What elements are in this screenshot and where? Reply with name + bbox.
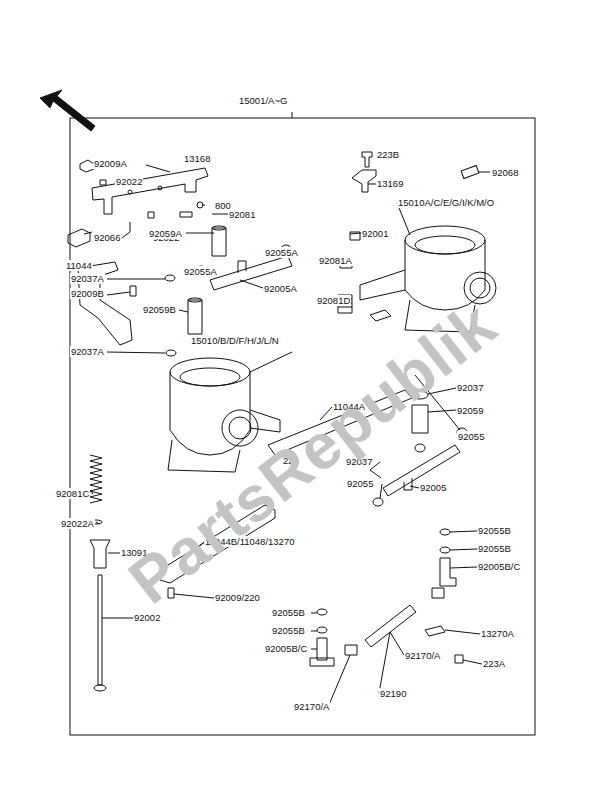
watermark: PartsRepublik [115, 287, 510, 618]
part-number: 92037A [70, 346, 105, 357]
part-number: 92005B/C [264, 643, 308, 654]
part-number: 92055B [271, 607, 306, 618]
part-number: 92190 [379, 688, 407, 699]
part-number: 92081C [55, 488, 90, 499]
part-number: 15010A/C/E/G/I/K/M/O [397, 197, 495, 208]
part-number: 92055A [264, 247, 299, 258]
part-number: 13168 [183, 153, 211, 164]
leader-line [292, 112, 293, 118]
part-number: 92037A [70, 273, 105, 284]
assembly-number: 15001/A~G [238, 95, 288, 106]
part-number: 15010/B/D/F/H/J/L/N [190, 335, 280, 346]
part-number: 92009/220 [214, 592, 261, 603]
part-number: 92005B/C [477, 561, 521, 572]
part-number: 92001 [361, 228, 389, 239]
part-number: 92055B [477, 543, 512, 554]
part-number: 92055 [457, 431, 485, 442]
part-number: 11044 [65, 260, 93, 271]
direction-arrow [40, 90, 95, 131]
part-number: 92059A [148, 228, 183, 239]
assembly-frame [70, 118, 535, 735]
part-number: 92022A [60, 518, 95, 529]
part-number: 223B [376, 149, 400, 160]
part-number: 92081A [318, 255, 353, 266]
part-number: 92005A [263, 283, 298, 294]
part-number: 92055 [346, 478, 374, 489]
part-number: 92066 [93, 232, 121, 243]
part-number: 92055A [183, 266, 218, 277]
part-number: 92005 [419, 482, 447, 493]
part-number: 92059 [456, 405, 484, 416]
part-number: 223A [482, 658, 506, 669]
part-number: 92170/A [404, 650, 441, 661]
part-number: 13270A [480, 628, 515, 639]
part-number: 92009B [70, 288, 105, 299]
part-number: 92009A [93, 158, 128, 169]
part-number: 92081 [228, 209, 256, 220]
part-number: 92055B [477, 525, 512, 536]
bracket [92, 168, 208, 214]
part-number: 92022 [115, 176, 143, 187]
part-number: 92170/A [293, 701, 330, 712]
part-number: 92081D [316, 295, 351, 306]
part-number: 92059B [142, 304, 177, 315]
part-number: 13169 [376, 178, 404, 189]
part-number: 92055B [271, 625, 306, 636]
part-number: 92068 [491, 167, 519, 178]
